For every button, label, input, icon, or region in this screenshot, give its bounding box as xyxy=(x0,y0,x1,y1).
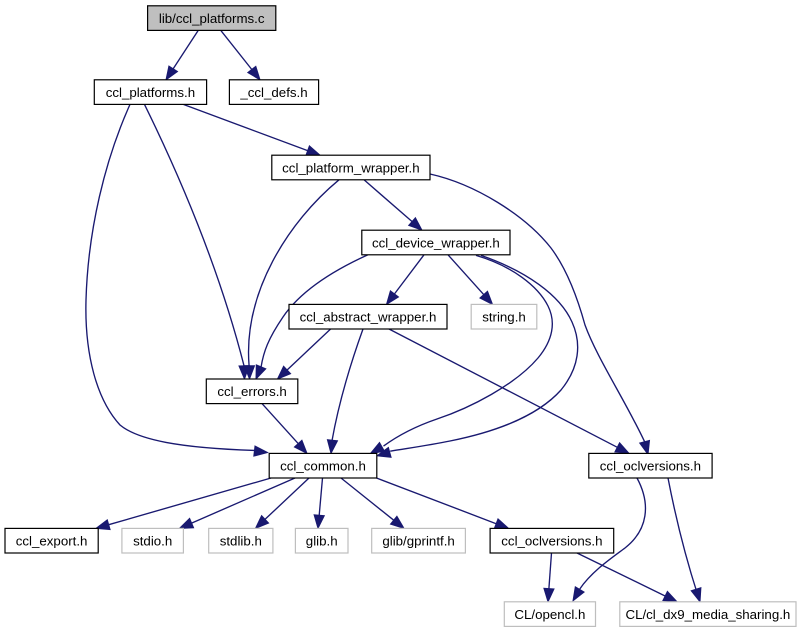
svg-text:glib.h: glib.h xyxy=(306,534,338,549)
svg-text:ccl_device_wrapper.h: ccl_device_wrapper.h xyxy=(372,235,500,250)
svg-text:stdio.h: stdio.h xyxy=(133,534,172,549)
svg-text:ccl_common.h: ccl_common.h xyxy=(280,459,366,474)
svg-text:ccl_export.h: ccl_export.h xyxy=(16,534,88,549)
svg-text:stdlib.h: stdlib.h xyxy=(220,534,262,549)
svg-text:ccl_platforms.h: ccl_platforms.h xyxy=(106,85,195,100)
svg-text:ccl_errors.h: ccl_errors.h xyxy=(217,384,286,399)
svg-text:string.h: string.h xyxy=(482,310,526,325)
svg-text:_ccl_defs.h: _ccl_defs.h xyxy=(239,85,307,100)
svg-text:lib/ccl_platforms.c: lib/ccl_platforms.c xyxy=(159,11,265,26)
svg-text:ccl_oclversions.h: ccl_oclversions.h xyxy=(600,459,701,474)
svg-text:ccl_oclversions.h: ccl_oclversions.h xyxy=(501,534,602,549)
svg-text:CL/cl_dx9_media_sharing.h: CL/cl_dx9_media_sharing.h xyxy=(625,607,790,622)
svg-text:ccl_abstract_wrapper.h: ccl_abstract_wrapper.h xyxy=(300,310,437,325)
svg-text:CL/opencl.h: CL/opencl.h xyxy=(514,607,585,622)
svg-text:ccl_platform_wrapper.h: ccl_platform_wrapper.h xyxy=(282,160,419,175)
svg-text:glib/gprintf.h: glib/gprintf.h xyxy=(382,534,454,549)
